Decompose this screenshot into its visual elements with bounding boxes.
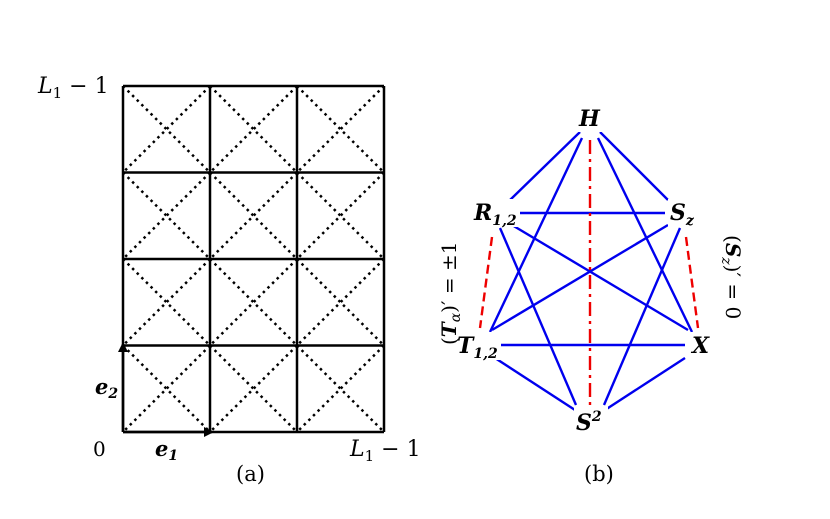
- node-S2: S2: [576, 409, 602, 436]
- cell-antidiagonal: [122, 258, 211, 347]
- node-H: H: [578, 106, 601, 132]
- cell-antidiagonal: [122, 85, 211, 174]
- edge-R-S2: [498, 227, 578, 406]
- edge-S-T: [491, 223, 669, 332]
- node-R-bg: [472, 199, 520, 227]
- edge-H-S: [599, 131, 669, 201]
- square-grid: [121, 84, 386, 434]
- cell-antidiagonal: [209, 85, 298, 174]
- e1-label: e1: [155, 436, 178, 464]
- cell-antidiagonal: [209, 171, 298, 260]
- panel-a: L1 − 1 L1 − 1 0 e1 e2 (a): [37, 74, 421, 486]
- edge-S-S2: [602, 227, 682, 406]
- left-annotation: (Tα)′ = ±1: [437, 242, 464, 345]
- cell-antidiagonal: [209, 344, 298, 433]
- edge-H-X: [596, 137, 694, 333]
- node-R: R1,2: [473, 200, 517, 229]
- cell-antidiagonal: [296, 171, 385, 260]
- cell-diagonal: [122, 85, 211, 174]
- origin-label: 0: [93, 437, 106, 461]
- node-T-bg: [455, 332, 501, 360]
- cell-diagonal: [296, 344, 385, 433]
- red-dashed-links: [478, 140, 700, 405]
- cell-diagonal: [122, 171, 211, 260]
- cell-diagonal: [209, 344, 298, 433]
- top-left-label: L1 − 1: [37, 74, 109, 102]
- edge-H-T: [488, 137, 584, 333]
- cell-antidiagonal: [122, 344, 211, 433]
- node-H-bg: [576, 106, 606, 132]
- cell-diagonal: [122, 344, 211, 433]
- cell-diagonal: [209, 171, 298, 260]
- edge-X-S2: [604, 356, 686, 412]
- cell-diagonal: [209, 85, 298, 174]
- cell-diagonal: [296, 258, 385, 347]
- caption-a: (a): [236, 462, 265, 486]
- edge-T-S2: [494, 356, 576, 412]
- cell-antidiagonal: [296, 258, 385, 347]
- cell-diagonal: [122, 258, 211, 347]
- cell-diagonal: [209, 258, 298, 347]
- bottom-right-label: L1 − 1: [349, 437, 421, 465]
- cell-diagonal: [296, 85, 385, 174]
- e2-label: e2: [95, 374, 118, 402]
- node-Sz: Sz: [670, 200, 695, 229]
- node-X-bg: [690, 332, 718, 358]
- graph-edges: [488, 131, 694, 412]
- caption-b: (b): [584, 462, 614, 486]
- edge-H-R: [509, 131, 581, 201]
- right-annotation: (Sz)′ = 0: [718, 235, 745, 319]
- node-X: X: [690, 333, 710, 359]
- node-S2-bg: [574, 406, 608, 434]
- edge-R-X: [511, 223, 689, 332]
- cell-antidiagonal: [209, 258, 298, 347]
- dashed-R-T: [478, 236, 494, 329]
- cell-antidiagonal: [296, 85, 385, 174]
- panel-b: H R1,2 Sz T1,2 X S2 (Tα)′ = ±1 (Sz)′ = 0…: [437, 106, 745, 486]
- dotted-diagonals: [122, 85, 385, 433]
- node-Sz-bg: [668, 199, 702, 227]
- cell-antidiagonal: [296, 344, 385, 433]
- dashed-S-X: [684, 236, 700, 329]
- cell-diagonal: [296, 171, 385, 260]
- cell-antidiagonal: [122, 171, 211, 260]
- node-T: T1,2: [457, 333, 498, 362]
